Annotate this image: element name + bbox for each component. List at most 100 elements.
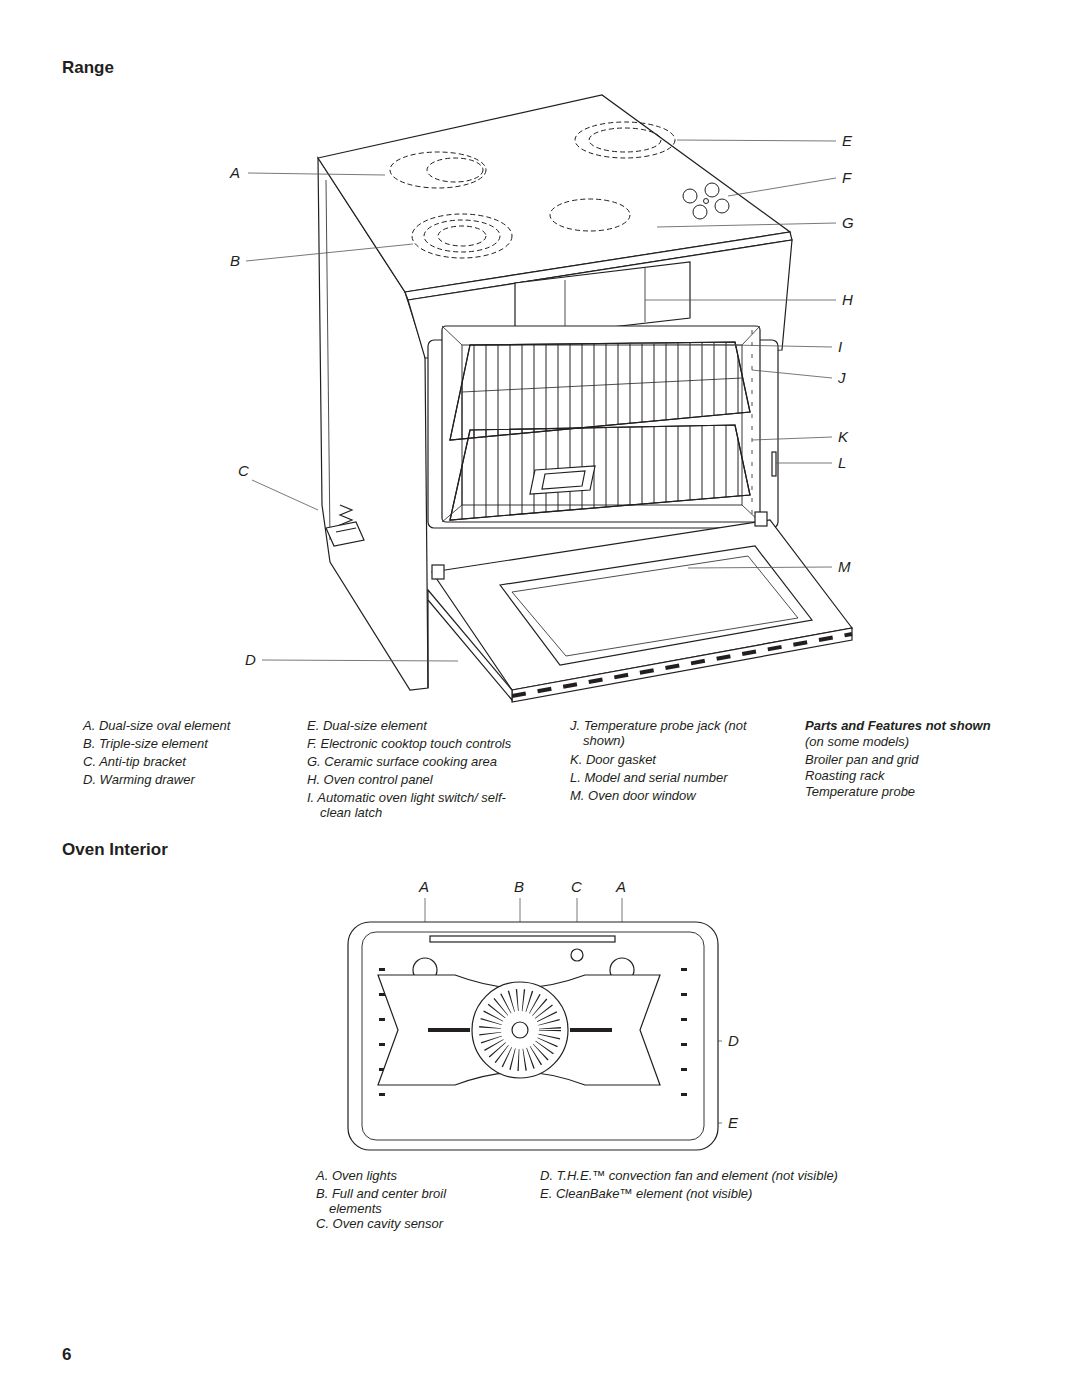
line-art: [565, 280, 566, 332]
part-name: B. Full and center broil elements: [316, 1186, 499, 1216]
callout-letter: B: [514, 878, 524, 895]
note-heading: Parts and Features not shown: [805, 718, 991, 733]
line-art: [252, 480, 318, 510]
callout-letter: A: [616, 878, 626, 895]
callout-letter: J: [838, 369, 846, 386]
callout-letter: D: [728, 1032, 739, 1049]
line-art: [428, 340, 778, 528]
line-art: [512, 1022, 528, 1038]
oven-interior: [348, 922, 718, 1150]
callout-letter: G: [842, 214, 854, 231]
section-heading: Oven Interior: [62, 840, 168, 860]
line-art: [412, 214, 512, 258]
line-art: [589, 128, 661, 152]
part-name: G. Ceramic surface cooking area: [307, 754, 497, 769]
callout-letter: C: [571, 878, 582, 895]
line-art: [262, 660, 458, 661]
line-art: [657, 223, 836, 227]
part-name: C. Anti-tip bracket: [83, 754, 186, 769]
line-art: [677, 140, 836, 141]
cooktop-elements: [390, 122, 675, 258]
part-name: J. Temperature probe jack (not shown): [570, 718, 758, 748]
page-number: 6: [62, 1345, 71, 1365]
callout-letter: I: [838, 338, 842, 355]
line-art: [427, 158, 483, 182]
callout-letter: E: [728, 1114, 738, 1131]
line-art: [728, 178, 836, 196]
line-art: [688, 567, 832, 568]
line-art: [776, 463, 832, 464]
line-art: [645, 300, 836, 301]
callout-letter: M: [838, 558, 851, 575]
line-art: [570, 1028, 612, 1032]
callout-letter: C: [238, 462, 249, 479]
note: (on some models): [805, 734, 909, 749]
line-art: [512, 634, 852, 696]
line-art: [432, 520, 852, 690]
line-art: [326, 522, 364, 546]
line-art: [450, 425, 750, 520]
line-art: [575, 122, 675, 158]
line-art: [390, 152, 486, 188]
line-art: [683, 189, 697, 203]
part-name: Temperature probe: [805, 784, 915, 799]
part-name: M. Oven door window: [570, 788, 696, 803]
callout-letter: H: [842, 291, 853, 308]
line-art: [432, 565, 444, 579]
part-name: D. Warming drawer: [83, 772, 195, 787]
part-name: D. T.H.E.™ convection fan and element (n…: [540, 1168, 838, 1183]
line-art: [550, 199, 630, 231]
range-body: [318, 95, 852, 702]
part-name: I. Automatic oven light switch/ self-cle…: [307, 790, 535, 820]
callout-letter: D: [245, 651, 256, 668]
callout-letter: E: [842, 132, 852, 149]
line-art: [681, 968, 687, 1118]
line-art: [442, 326, 462, 345]
line-art: [472, 982, 568, 1078]
line-art: [490, 1000, 550, 1060]
line-art: [704, 199, 709, 204]
line-art: [752, 330, 753, 515]
part-name: C. Oven cavity sensor: [316, 1216, 443, 1231]
line-art: [752, 370, 832, 378]
callout-letter: A: [230, 164, 240, 181]
line-art: [693, 205, 707, 219]
callout-letter: A: [419, 878, 429, 895]
part-name: E. Dual-size element: [307, 718, 427, 733]
line-art: [530, 466, 595, 494]
line-art: [428, 590, 512, 700]
part-name: H. Oven control panel: [307, 772, 433, 787]
line-art: [427, 600, 428, 688]
line-art: [755, 512, 767, 526]
part-name: A. Oven lights: [316, 1168, 397, 1183]
part-name: Broiler pan and grid: [805, 752, 918, 767]
line-art: [500, 546, 812, 665]
line-art: [450, 425, 750, 520]
line-art: [705, 183, 719, 197]
line-art: [772, 452, 776, 476]
line-art: [438, 226, 486, 246]
part-name: K. Door gasket: [570, 752, 656, 767]
callout-letter: L: [838, 454, 846, 471]
touch-controls: [683, 183, 729, 219]
line-art: [326, 180, 330, 540]
line-art: [512, 556, 798, 656]
part-name: E. CleanBake™ element (not visible): [540, 1186, 752, 1201]
line-art: [752, 437, 832, 440]
callout-letter: K: [838, 428, 848, 445]
line-art: [542, 471, 585, 489]
line-art: [362, 932, 704, 1140]
part-name: B. Triple-size element: [83, 736, 208, 751]
line-art: [378, 975, 660, 1085]
line-art: [430, 936, 615, 942]
line-art: [248, 173, 385, 175]
callout-letter: F: [842, 169, 851, 186]
section-heading: Range: [62, 58, 114, 78]
part-name: A. Dual-size oval element: [83, 718, 230, 733]
line-art: [645, 268, 646, 322]
line-art: [428, 1028, 470, 1032]
line-art: [246, 244, 413, 261]
callout-letter: B: [230, 252, 240, 269]
line-art: [336, 528, 356, 532]
